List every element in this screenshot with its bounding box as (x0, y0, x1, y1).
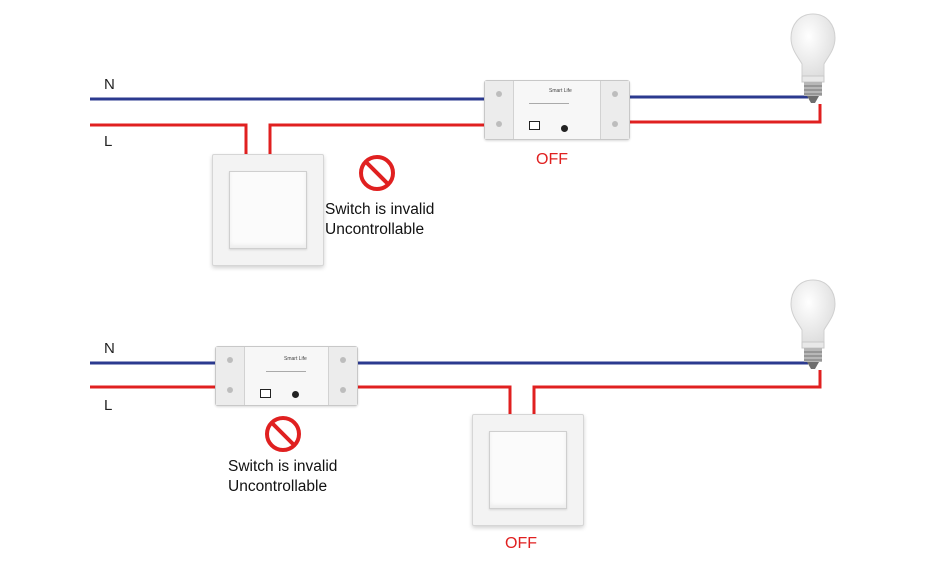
bottom-module-button (292, 391, 299, 398)
bottom-wall-switch-rocker (489, 431, 567, 509)
bottom-module-brand: Smart Life (284, 356, 307, 362)
module-terminal-left (485, 81, 514, 139)
top-module-button (561, 125, 568, 132)
bottom-module-spec (266, 371, 306, 386)
bottom-live-wire-to-lamp (532, 370, 822, 418)
bottom-neutral-label: N (104, 340, 115, 357)
bottom-note-line-2: Uncontrollable (228, 478, 328, 495)
top-live-label: L (104, 133, 113, 150)
top-switch-note: Switch is invalid Uncontrollable (325, 200, 434, 240)
bottom-off-label: OFF (505, 535, 537, 552)
top-module-check-icon (529, 121, 540, 130)
top-note-line-1: Switch is invalid (325, 201, 435, 218)
bottom-live-label: L (104, 397, 113, 414)
top-wall-switch (212, 154, 324, 266)
light-bulb-icon (790, 13, 836, 103)
top-smart-module: Smart Life (484, 80, 630, 140)
module-terminal-right (600, 81, 629, 139)
top-off-label: OFF (536, 151, 568, 168)
top-module-brand: Smart Life (549, 88, 572, 94)
prohibited-icon (359, 155, 395, 191)
prohibited-icon (265, 416, 301, 452)
top-wall-switch-rocker (229, 171, 307, 249)
top-live-wire-to-lamp (628, 104, 822, 124)
bottom-note-line-1: Switch is invalid (228, 458, 338, 475)
top-live-wire-to-switch (90, 123, 248, 158)
bottom-live-wire-to-switch (356, 385, 512, 418)
bottom-module-check-icon (260, 389, 271, 398)
bottom-switch-note: Switch is invalid Uncontrollable (228, 457, 337, 497)
module-terminal-right (328, 347, 357, 405)
module-terminal-left (216, 347, 245, 405)
light-bulb-icon (790, 279, 836, 369)
bottom-wall-switch (472, 414, 584, 526)
top-live-wire-from-switch (268, 123, 484, 158)
top-module-spec (529, 103, 569, 118)
bottom-smart-module: Smart Life (215, 346, 358, 406)
top-neutral-label: N (104, 76, 115, 93)
top-note-line-2: Uncontrollable (325, 221, 425, 238)
